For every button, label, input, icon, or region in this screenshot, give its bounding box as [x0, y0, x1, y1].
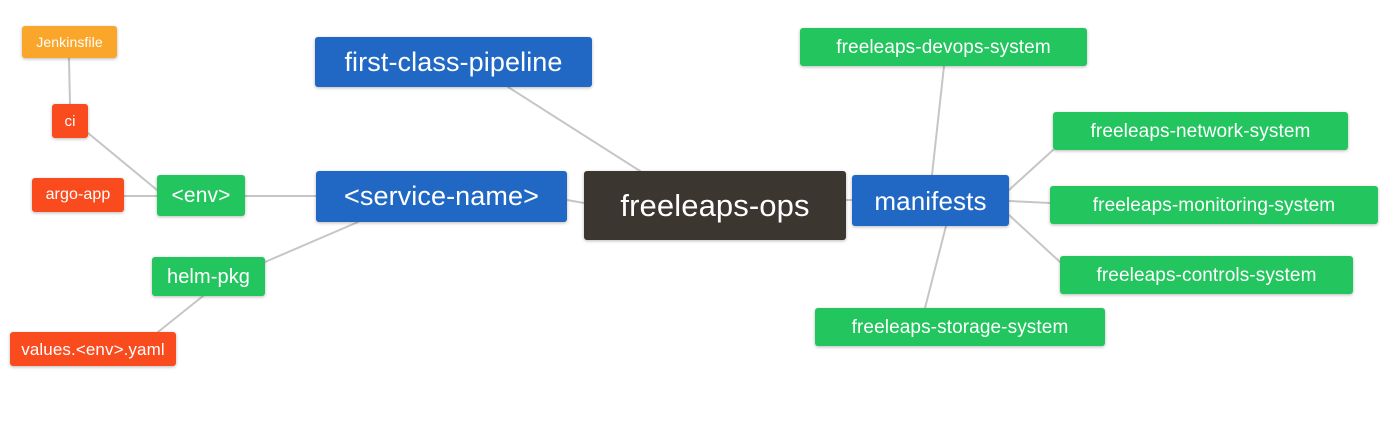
edge-first-class-pipeline-to-freeleaps-ops [507, 86, 641, 172]
edge-service-name-to-freeleaps-ops [566, 199, 585, 204]
node-argo-app[interactable]: argo-app [32, 178, 124, 212]
node-service-name[interactable]: <service-name> [316, 171, 567, 222]
node-helm-pkg[interactable]: helm-pkg [152, 257, 265, 296]
node-devops-system[interactable]: freeleaps-devops-system [800, 28, 1087, 66]
node-storage-system[interactable]: freeleaps-storage-system [815, 308, 1105, 346]
node-jenkinsfile[interactable]: Jenkinsfile [22, 26, 117, 58]
node-ci[interactable]: ci [52, 104, 88, 138]
edge-jenkinsfile-to-ci [68, 57, 71, 105]
node-freeleaps-ops[interactable]: freeleaps-ops [584, 171, 846, 240]
edge-manifests-to-storage-system [924, 225, 947, 309]
edge-manifests-to-monitoring-system [1008, 200, 1051, 204]
node-monitoring-system[interactable]: freeleaps-monitoring-system [1050, 186, 1378, 224]
node-values-yaml[interactable]: values.<env>.yaml [10, 332, 176, 366]
edge-helm-pkg-to-service-name [264, 221, 359, 263]
edge-devops-system-to-manifests [931, 65, 945, 176]
edge-values-yaml-to-helm-pkg [157, 295, 204, 333]
node-network-system[interactable]: freeleaps-network-system [1053, 112, 1348, 150]
edge-manifests-to-network-system [1008, 149, 1054, 191]
node-manifests[interactable]: manifests [852, 175, 1009, 226]
node-env[interactable]: <env> [157, 175, 245, 216]
node-controls-system[interactable]: freeleaps-controls-system [1060, 256, 1353, 294]
node-first-class-pipeline[interactable]: first-class-pipeline [315, 37, 592, 87]
